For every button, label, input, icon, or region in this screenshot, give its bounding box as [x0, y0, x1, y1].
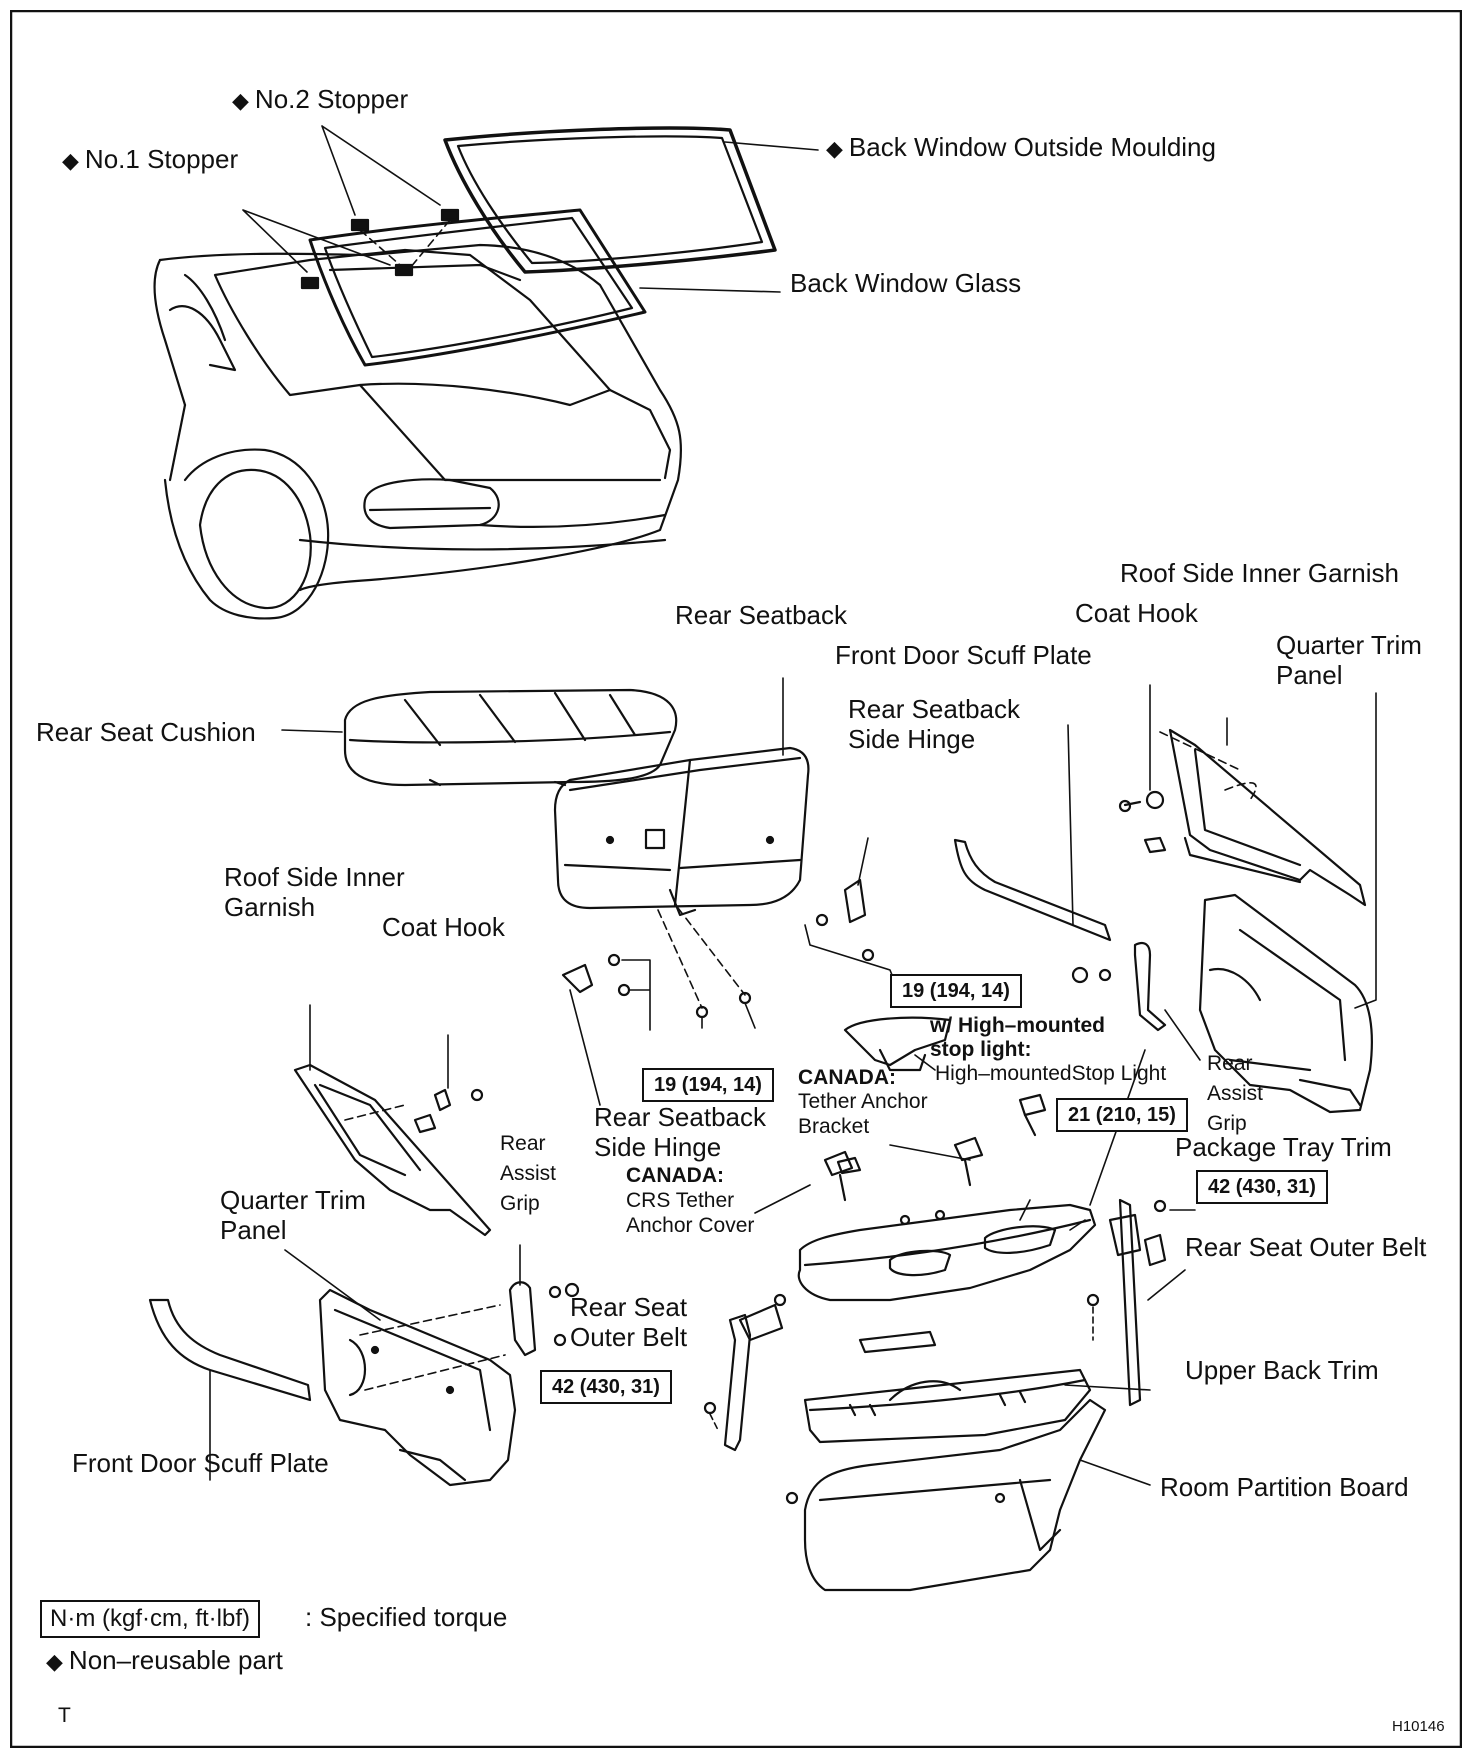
rear-assist-grip-right-label-2: Assist — [1207, 1082, 1264, 1105]
footer-left-code: T — [58, 1704, 71, 1727]
no1-stopper-label: ◆No.1 Stopper — [62, 144, 239, 174]
canada-label-2: CANADA: — [626, 1164, 724, 1187]
rear-seat-outer-belt-right-drawing — [1086, 1198, 1196, 1407]
coat-hook-right-label: Coat Hook — [1075, 598, 1198, 628]
tether-anchor-brackets-drawing — [823, 1093, 1047, 1202]
torque-19-right: 19 (194, 14) — [890, 974, 1022, 1008]
rear-seatback-side-hinge-right-drawing — [804, 837, 893, 976]
rear-seatback-label: Rear Seatback — [675, 600, 847, 630]
wo-high-mounted-label-1: w/ High–mounted — [930, 1014, 1105, 1037]
rear-seatback-side-hinge-left-drawing — [561, 907, 756, 1106]
package-tray-trim-drawing — [797, 1049, 1146, 1302]
high-mounted-stop-light-label: High–mountedStop Light — [935, 1062, 1167, 1085]
back-window-glass-label: Back Window Glass — [790, 268, 1022, 298]
front-door-scuff-plate-right-drawing — [953, 724, 1112, 942]
torque-42-right: 42 (430, 31) — [1196, 1170, 1328, 1204]
rear-seat-cushion-label: Rear Seat Cushion — [36, 717, 256, 747]
rear-seat-cushion-drawing — [343, 688, 678, 787]
quarter-trim-panel-left-drawing — [284, 1249, 517, 1487]
tether-anchor-bracket-label-1: Tether Anchor — [798, 1090, 928, 1113]
footer-right-code: H10146 — [1392, 1718, 1445, 1735]
room-partition-board-label: Room Partition Board — [1160, 1472, 1409, 1502]
rear-assist-grip-right-label-3: Grip — [1207, 1112, 1247, 1135]
torque-19-left: 19 (194, 14) — [642, 1068, 774, 1102]
room-partition-board-drawing — [785, 1398, 1151, 1592]
canada-label-1: CANADA: — [798, 1066, 896, 1089]
back-window-outside-moulding-label: ◆Back Window Outside Moulding — [826, 132, 1216, 162]
quarter-trim-panel-left-label-2: Panel — [220, 1215, 287, 1245]
torque-42-left: 42 (430, 31) — [540, 1370, 672, 1404]
roof-side-inner-garnish-right-drawing — [1159, 717, 1367, 907]
coat-hook-left-drawing — [413, 1034, 484, 1134]
diagram-frame: ◆No.2 Stopper ◆No.1 Stopper ◆Back Window… — [10, 10, 1462, 1748]
rear-assist-grip-left-label-3: Grip — [500, 1192, 540, 1215]
roof-side-inner-garnish-left-drawing — [293, 1004, 492, 1237]
rear-seat-outer-belt-left-drawing — [703, 1293, 787, 1452]
crs-tether-label-2: Anchor Cover — [626, 1214, 755, 1237]
upper-back-trim-drawing — [803, 1330, 1151, 1444]
quarter-trim-panel-left-label-1: Quarter Trim — [220, 1185, 366, 1215]
crs-tether-label-1: CRS Tether — [626, 1189, 735, 1212]
rear-assist-grip-left-label-2: Assist — [500, 1162, 557, 1185]
front-door-scuff-plate-left-drawing — [148, 1298, 312, 1481]
package-tray-trim-label: Package Tray Trim — [1175, 1132, 1392, 1162]
front-door-scuff-plate-right-label: Front Door Scuff Plate — [835, 640, 1092, 670]
rear-seatback-side-hinge-left-label-1: Rear Seatback — [594, 1102, 766, 1132]
rear-seat-outer-belt-right-label: Rear Seat Outer Belt — [1185, 1232, 1427, 1262]
legend-torque-desc: : Specified torque — [305, 1602, 508, 1632]
legend-torque-unit: N·m (kgf·cm, ft·lbf) — [40, 1600, 260, 1638]
rear-assist-grip-right-drawing — [1071, 941, 1201, 1061]
coat-hook-left-label: Coat Hook — [382, 912, 505, 942]
rear-seatback-side-hinge-right-label-1: Rear Seatback — [848, 694, 1020, 724]
back-window-glass — [308, 208, 647, 367]
quarter-trim-panel-right-label-1: Quarter Trim — [1276, 630, 1422, 660]
roof-side-inner-garnish-left-label-1: Roof Side Inner — [224, 862, 405, 892]
wo-high-mounted-label-2: stop light: — [930, 1038, 1032, 1061]
upper-back-trim-label: Upper Back Trim — [1185, 1355, 1379, 1385]
rear-assist-grip-left-label-1: Rear — [500, 1132, 546, 1155]
coat-hook-right-drawing — [1118, 684, 1167, 854]
rear-seat-outer-belt-left-label-1: Rear Seat — [570, 1292, 688, 1322]
back-window-moulding — [443, 126, 777, 274]
rear-assist-grip-right-label-1: Rear — [1207, 1052, 1253, 1075]
rear-seat-outer-belt-left-label-2: Outer Belt — [570, 1322, 688, 1352]
roof-side-inner-garnish-right-label: Roof Side Inner Garnish — [1120, 558, 1399, 588]
stoppers — [242, 125, 460, 290]
torque-21: 21 (210, 15) — [1056, 1098, 1188, 1132]
no2-stopper-label: ◆No.2 Stopper — [232, 84, 409, 114]
legend-non-reusable: ◆Non–reusable part — [46, 1645, 283, 1675]
high-mounted-stop-light-drawing — [843, 1016, 952, 1072]
exploded-view-drawing — [10, 10, 1462, 1748]
car-body — [153, 243, 683, 620]
rear-seatback-side-hinge-left-label-2: Side Hinge — [594, 1132, 722, 1162]
tether-anchor-bracket-label-2: Bracket — [798, 1115, 870, 1138]
rear-seatback-drawing — [553, 746, 810, 917]
crs-tether-anchor-cover-drawing — [754, 1156, 862, 1214]
rear-assist-grip-left-drawing — [508, 1244, 580, 1357]
quarter-trim-panel-right-drawing — [1198, 692, 1377, 1114]
roof-side-inner-garnish-left-label-2: Garnish — [224, 892, 316, 922]
front-door-scuff-plate-left-label: Front Door Scuff Plate — [72, 1448, 329, 1478]
quarter-trim-panel-right-label-2: Panel — [1276, 660, 1343, 690]
rear-seatback-side-hinge-right-label-2: Side Hinge — [848, 724, 976, 754]
